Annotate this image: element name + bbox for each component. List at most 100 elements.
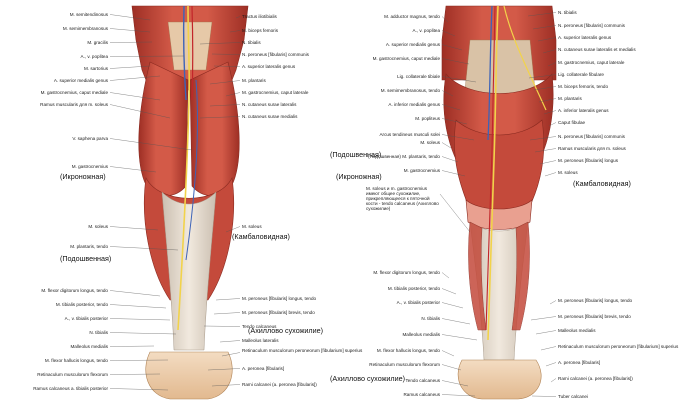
right-fig-leader-right-6 [533,86,557,91]
right-fig-label-right-15: M. peroneus [fibularis] brevis, tendo [558,314,631,319]
left-fig-leader-left-10 [109,226,159,231]
right-fig-label-right-8: A. inferior lateralis genus [558,108,609,113]
left-fig-label-right-14: Retinaculum musculorum peroneorum [fibul… [242,348,363,353]
left-fig-label-left-10: M. soleus [88,224,108,229]
right-fig-label-right-4: M. gastrocnemius, caput laterale [558,60,625,65]
right-fig-leader-right-4 [547,62,557,67]
left-fig-label-right-16: Rami calcanei (a. peronea [fibularis]) [242,382,317,387]
right-fig-label-left-6: A. inferior medialis genus [388,102,440,107]
left-fig-leader-right-7 [209,104,241,107]
right-fig-label-right-11: Ramus muscularis для m. soleus [558,146,626,151]
left-fig-label-right-6: M. gastrocnemius, caput laterale [242,90,309,95]
right-fig-leader-right-11 [534,148,557,153]
right-fig-leader-right-20 [531,395,557,397]
right-fig-label-left-21: Ramus calcaneus [403,392,440,397]
left-fig-label-right-0: Tractus iliotibialis [242,14,277,19]
right-fig-leader-right-15 [530,316,557,321]
right-fig-label-right-14: M. peroneus [fibularis] longus, tendo [558,298,633,303]
right-fig-leader-right-9 [548,122,557,127]
left-rus-achilles: (Ахиллово сухожилие) [248,326,324,335]
left-fig-leader-left-9 [109,166,157,173]
left-fig-label-right-15: A. peronea [fibularis] [242,366,285,371]
left-fig-label-right-12: Tendo calcaneus [242,324,277,329]
left-fig-label-right-10: M. peroneus [fibularis] longus, tendo [242,296,317,301]
left-fig-label-left-15: N. tibialis [89,330,108,335]
left-fig-leader-right-13 [219,340,241,343]
left-fig-leader-left-4 [109,65,151,69]
right-fig-leader-right-19 [550,378,557,383]
right-fig-leader-left-0 [441,16,449,23]
right-fig-leader-left-21 [441,394,476,397]
right-fig-label-right-0: N. tibialis [558,10,577,15]
left-fig-label-right-3: N. peroneus [fibularis] communis [242,52,309,57]
right-fig-leader-left-20 [441,380,469,387]
left-rus-soleus: (Камбаловидная) [232,232,290,241]
left-fig-leader-right-11 [213,312,241,315]
left-fig-leader-left-17 [109,359,169,361]
left-heel [145,351,233,400]
right-fig-label-left-14: M. tibialis posterior, tendo [387,286,440,291]
right-fig-label-left-19: Retinaculum musculorum flexorum [369,362,440,367]
left-popliteal-fossa [167,21,213,71]
right-fig-label-left-5: M. semimembranosus, tendo [380,88,440,93]
right-fig-label-right-19: Rami calcanei (a. peronea [fibularis]) [558,376,633,381]
right-fig-leader-right-5 [528,74,557,79]
right-heel [457,359,542,400]
right-fig-leader-left-4 [441,76,477,83]
right-rus-gastrocnemius: (Икроножная) [336,172,382,181]
right-fig-label-right-1: N. peroneus [fibularis] communis [558,23,625,28]
left-fig-leader-left-15 [109,332,177,335]
right-nerve-tibialis [487,5,499,341]
right-fig-leader-left-19 [441,364,462,371]
left-fig-label-left-13: M. tibialis posterior, tendo [55,302,108,307]
right-fig-leader-left-12 [439,193,471,233]
left-fig-label-left-2: M. gracilis [87,40,108,45]
right-fig-label-left-11: M. gastrocnemius [403,168,440,173]
left-fig-label-left-6: M. gastrocnemius, caput mediale [40,90,108,95]
left-fig-label-right-9: M. soleus [242,224,262,229]
right-fig-label-right-2: A. superior lateralis genus [558,35,612,40]
left-fig-leader-right-4 [213,65,241,67]
left-fig-leader-right-2 [199,42,241,45]
right-fig-label-left-8: Arcus tendineus musculi solei [379,132,440,137]
right-fig-label-left-15: A., v. tibialis posterior [396,300,440,305]
left-artery [191,5,194,101]
leader-lines [109,12,557,397]
left-fig-leader-left-18 [109,373,161,375]
right-fig-label-right-17: Retinaculum musculorum peroneorum [fibul… [558,344,679,349]
right-soleus [454,119,545,211]
right-artery [485,5,496,331]
right-fig-leader-left-6 [441,104,461,111]
left-fig-leader-left-14 [109,318,171,321]
right-fig-label-left-4: Lig. collaterale tibiale [397,74,440,79]
right-fig-label-right-12: M. peroneus [fibularis] longus [558,158,619,163]
left-fig-leader-left-8 [109,138,193,151]
right-fig-leader-right-14 [549,300,557,305]
left-fig-label-left-19: Ramus calcaneus a. tibialis posterior [33,386,108,391]
right-fig-leader-right-0 [527,12,557,17]
left-fig-leader-right-16 [211,384,241,387]
left-fig-leader-right-5 [209,80,241,85]
right-fig-label-right-13: M. soleus [558,170,578,175]
right-fig-label-right-9: Caput fibulae [558,120,586,125]
left-fig-label-left-18: Retinaculum musculorum flexorum [37,372,108,377]
left-gastrocnemius-medial [138,61,189,196]
left-fig-leader-left-2 [109,41,153,43]
right-rus-soleus: (Камбаловидная) [573,179,631,188]
left-fig-leader-right-8 [199,116,241,119]
right-fig-label-right-20: Tuber calcanei [558,394,588,399]
left-fig-leader-right-1 [229,30,241,33]
left-fig-leader-left-16 [109,345,155,347]
right-fig-label-right-6: M. biceps femoris, tendo [558,84,609,89]
right-fig-leader-left-2 [441,44,463,51]
right-fig-label-right-10: N. peroneus [fibularis] communis [558,134,625,139]
left-fig-label-left-4: M. sartorius [84,66,108,71]
left-fig-label-right-8: N. cutaneus surae medialis [242,114,298,119]
left-fig-label-right-1: M. biceps femoris [242,28,278,33]
right-fig-leader-right-8 [543,110,557,115]
right-fig-label-left-17: Malleolus medialis [402,332,440,337]
left-fig-label-left-17: M. flexor hallucis longus, tendo [44,358,108,363]
right-fig-leader-right-17 [540,346,557,351]
